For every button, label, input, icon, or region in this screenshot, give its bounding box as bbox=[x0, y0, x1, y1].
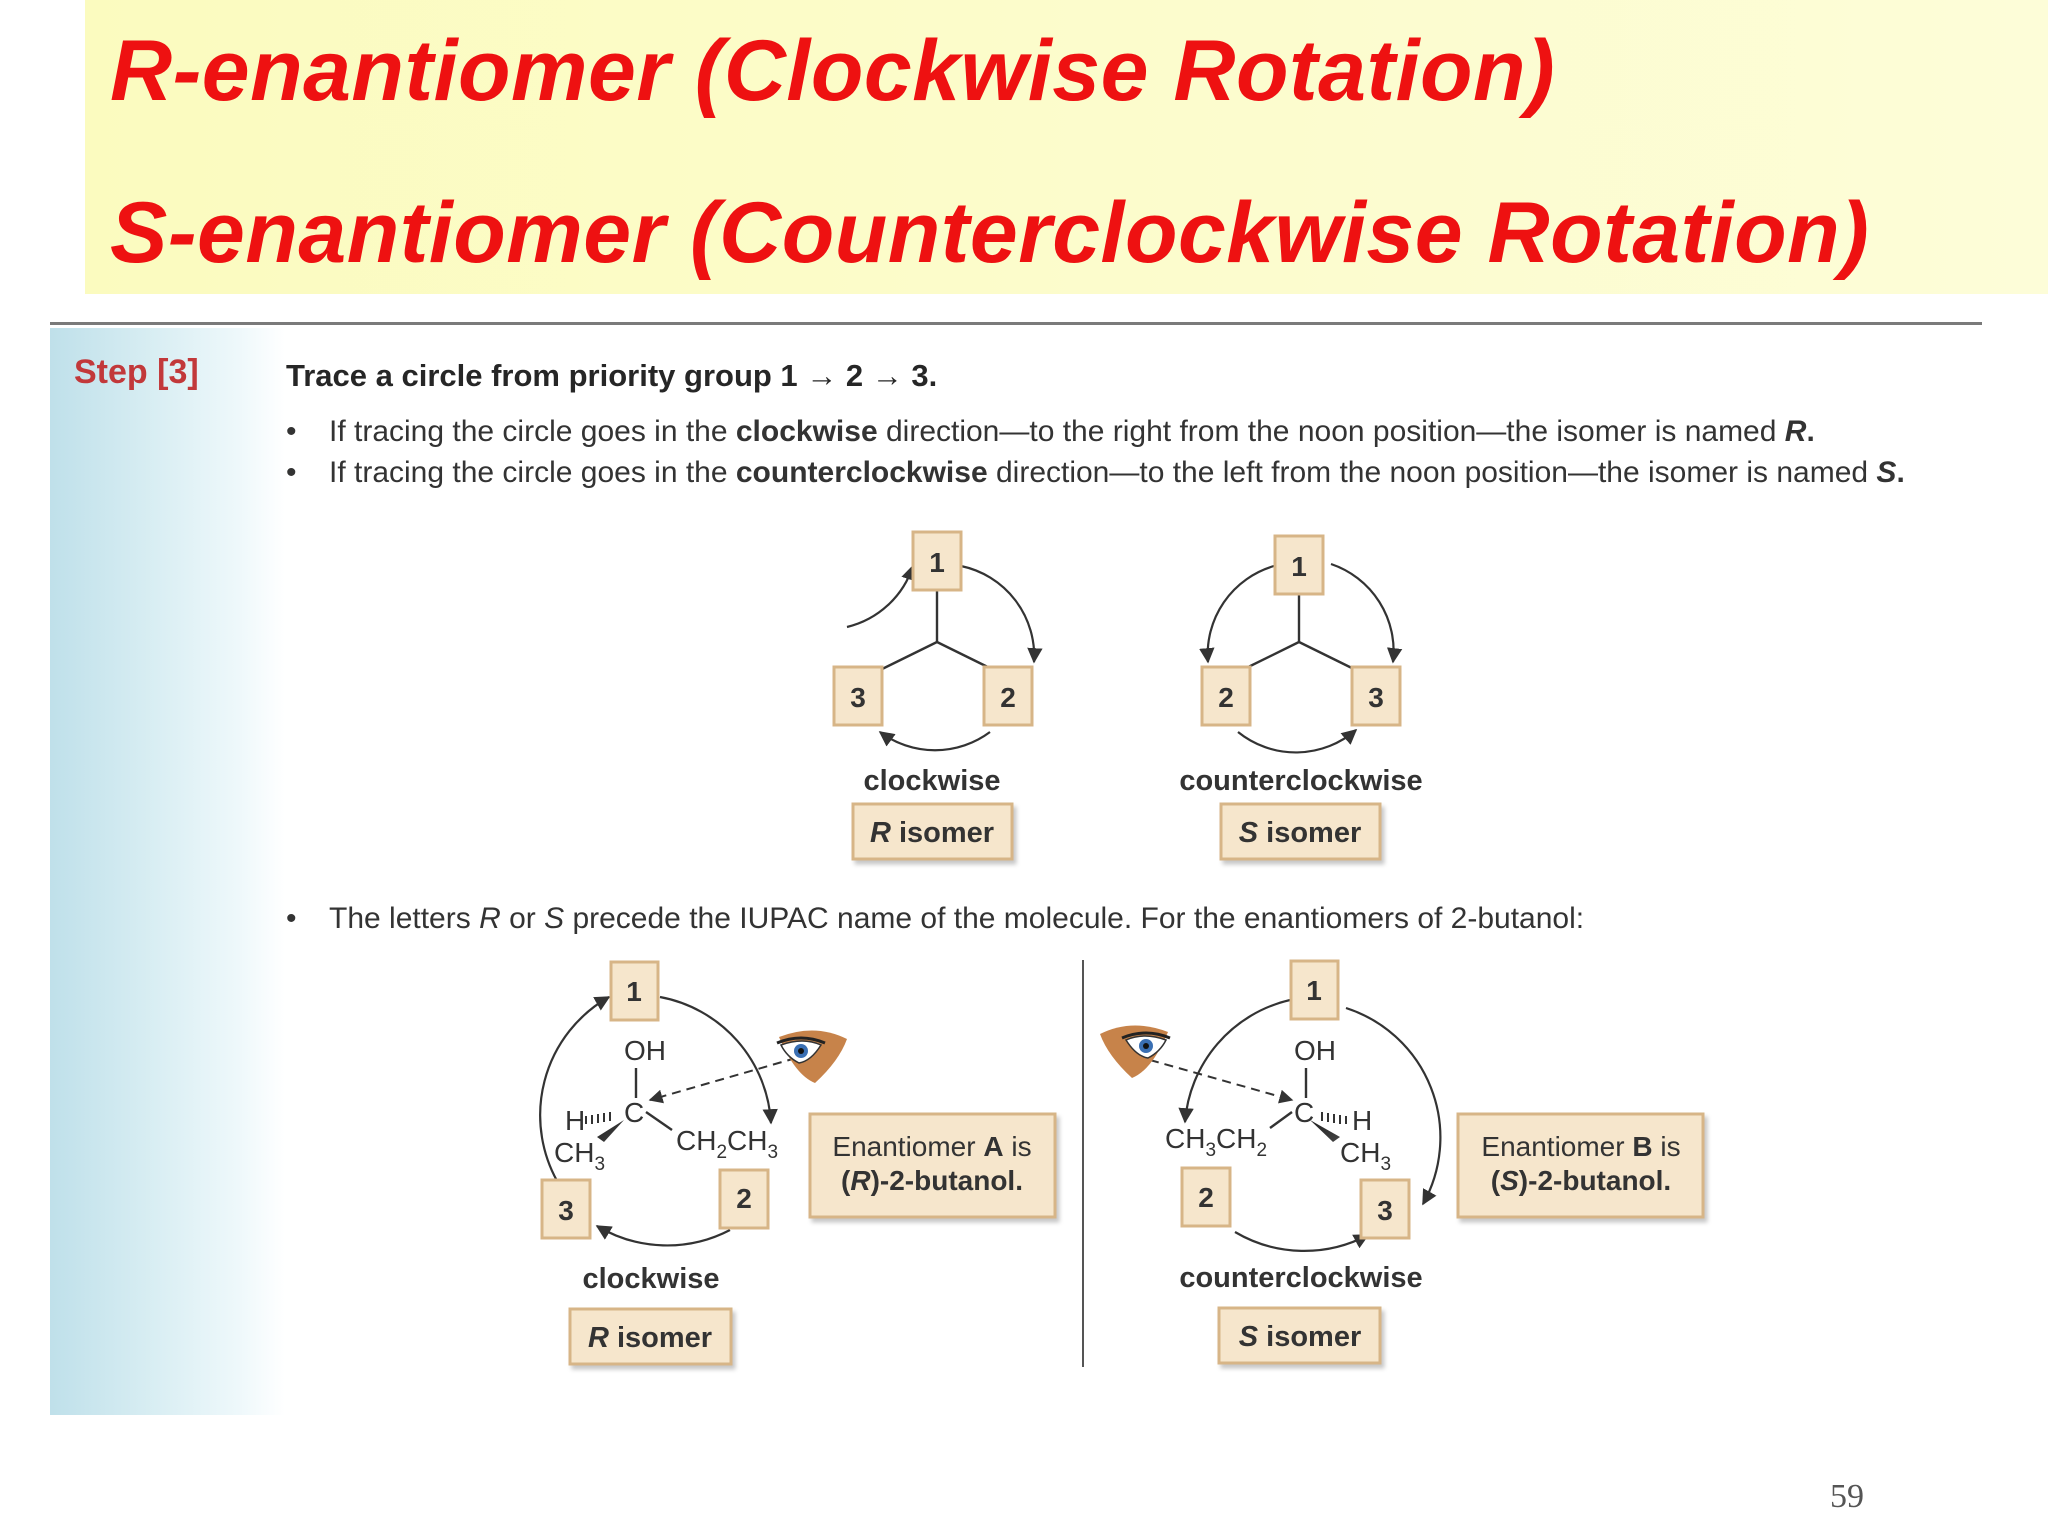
arc-2-to-3 bbox=[878, 731, 991, 752]
ethyl-group: CH2CH3 bbox=[676, 1125, 778, 1163]
step-sidebar bbox=[50, 328, 285, 1415]
priority-box-3: 3 bbox=[540, 1178, 592, 1240]
bullet-dot: • bbox=[286, 456, 297, 489]
svg-text:1: 1 bbox=[929, 547, 945, 578]
svg-text:(R)-2-butanol.: (R)-2-butanol. bbox=[841, 1165, 1023, 1196]
eye-icon bbox=[776, 1030, 847, 1083]
direction-caption: counterclockwise bbox=[1179, 765, 1422, 797]
isomer-box-s: S isomer bbox=[1217, 1306, 1382, 1365]
bullet-text: If tracing the circle goes in the counte… bbox=[329, 456, 1905, 489]
arc-3-to-1 bbox=[1330, 562, 1403, 664]
priority-box-1: 1 bbox=[1289, 959, 1340, 1021]
priority-box-2: 2 bbox=[1180, 1166, 1232, 1228]
arc-2-to-3 bbox=[595, 1225, 731, 1247]
svg-text:2: 2 bbox=[736, 1183, 752, 1214]
svg-text:R isomer: R isomer bbox=[870, 817, 994, 849]
bullet-text: If tracing the circle goes in the clockw… bbox=[329, 415, 1815, 448]
slide-title-line-1: R-enantiomer (Clockwise Rotation) bbox=[110, 23, 1556, 119]
svg-text:2: 2 bbox=[1218, 682, 1234, 713]
svg-text:Enantiomer A is: Enantiomer A is bbox=[832, 1131, 1031, 1162]
svg-text:S isomer: S isomer bbox=[1239, 817, 1362, 849]
arc-2-to-3 bbox=[1234, 1231, 1370, 1252]
priority-box-1: 1 bbox=[1273, 534, 1325, 596]
svg-text:3: 3 bbox=[1377, 1195, 1393, 1226]
oh-group: OH bbox=[1294, 1035, 1336, 1066]
wedge-bond bbox=[1310, 1120, 1340, 1142]
title-band bbox=[85, 0, 2048, 294]
arc-1-to-2 bbox=[960, 564, 1043, 664]
svg-text:3: 3 bbox=[1368, 682, 1384, 713]
h-atom: H bbox=[1352, 1105, 1372, 1136]
top-counterclockwise-diagram: 1 2 3 counterclockwise S isomer bbox=[1179, 534, 1423, 861]
svg-text:Enantiomer B is: Enantiomer B is bbox=[1481, 1131, 1680, 1162]
step-label: Step [3] bbox=[74, 353, 199, 391]
slide-title-line-2: S-enantiomer (Counterclockwise Rotation) bbox=[110, 185, 1870, 281]
textbook-figure-panel: Step [3] Trace a circle from priority gr… bbox=[50, 322, 1982, 1415]
eye-icon bbox=[1100, 1025, 1171, 1078]
direction-caption: clockwise bbox=[582, 1263, 719, 1295]
svg-text:S isomer: S isomer bbox=[1239, 1321, 1362, 1353]
isomer-box-s: S isomer bbox=[1219, 802, 1382, 861]
svg-text:2: 2 bbox=[1198, 1182, 1214, 1213]
svg-text:(S)-2-butanol.: (S)-2-butanol. bbox=[1491, 1165, 1671, 1196]
svg-text:2: 2 bbox=[1000, 682, 1016, 713]
svg-text:R isomer: R isomer bbox=[588, 1322, 712, 1354]
arc-1-to-2 bbox=[1178, 998, 1291, 1124]
isomer-box-r: R isomer bbox=[851, 802, 1014, 861]
wedge-bond bbox=[597, 1120, 624, 1142]
arc-3-to-1 bbox=[1345, 1006, 1442, 1206]
enantiomer-a-label: Enantiomer A is (R)-2-butanol. bbox=[808, 1112, 1057, 1219]
view-line bbox=[1149, 1059, 1294, 1104]
direction-caption: clockwise bbox=[863, 765, 1000, 797]
svg-text:3: 3 bbox=[558, 1195, 574, 1226]
chiral-carbon: C bbox=[624, 1097, 644, 1128]
arc-3-to-1 bbox=[846, 564, 917, 629]
svg-text:3: 3 bbox=[850, 682, 866, 713]
priority-box-2: 2 bbox=[718, 1168, 770, 1230]
arc-1-to-2 bbox=[1199, 564, 1275, 664]
arc-1-to-2 bbox=[659, 995, 778, 1125]
priority-box-3: 3 bbox=[1350, 665, 1402, 727]
slide-number: 59 bbox=[1830, 1478, 1864, 1515]
isomer-box-r: R isomer bbox=[568, 1307, 733, 1366]
priority-box-1: 1 bbox=[911, 530, 963, 592]
arc-3-to-1 bbox=[539, 996, 611, 1187]
enantiomer-b-label: Enantiomer B is (S)-2-butanol. bbox=[1456, 1112, 1705, 1219]
bullet-text: The letters R or S precede the IUPAC nam… bbox=[329, 902, 1585, 935]
direction-caption: counterclockwise bbox=[1179, 1262, 1422, 1294]
bullet-dot: • bbox=[286, 902, 297, 935]
priority-box-2: 2 bbox=[1200, 665, 1252, 727]
bullet-dot: • bbox=[286, 415, 297, 448]
svg-text:1: 1 bbox=[1306, 975, 1322, 1006]
priority-box-1: 1 bbox=[609, 960, 660, 1022]
priority-box-3: 3 bbox=[1359, 1178, 1411, 1240]
priority-box-2: 2 bbox=[982, 665, 1034, 727]
ethyl-group: CH3CH2 bbox=[1165, 1123, 1267, 1161]
svg-text:1: 1 bbox=[1291, 551, 1307, 582]
ch3-group: CH3 bbox=[1340, 1137, 1391, 1175]
h-atom: H bbox=[565, 1105, 585, 1136]
oh-group: OH bbox=[624, 1035, 666, 1066]
top-clockwise-diagram: 1 2 3 clockwise R isomer bbox=[832, 530, 1043, 861]
molecule-a-diagram: 1 2 3 OH C H CH3 CH2CH3 bbox=[539, 960, 1057, 1366]
ch3-group: CH3 bbox=[554, 1137, 605, 1175]
priority-box-3: 3 bbox=[832, 665, 884, 727]
molecule-b-diagram: 1 2 3 OH C H CH3 CH3CH2 bbox=[1100, 959, 1705, 1365]
step-heading: Trace a circle from priority group 1 → 2… bbox=[286, 358, 938, 393]
view-line bbox=[648, 1057, 797, 1104]
arc-2-to-3 bbox=[1237, 728, 1358, 754]
chiral-carbon: C bbox=[1294, 1097, 1314, 1128]
svg-text:1: 1 bbox=[626, 976, 642, 1007]
